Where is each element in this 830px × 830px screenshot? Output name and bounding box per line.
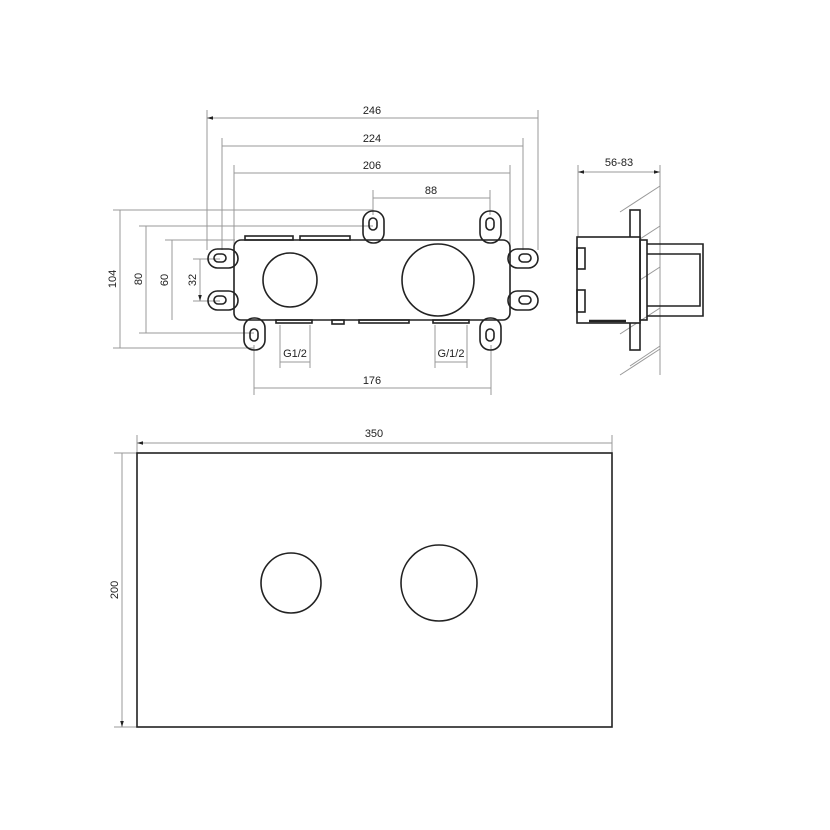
dim-206: 206 [363,160,381,172]
side-body [576,209,704,351]
body-ports [244,235,470,325]
dim-104: 104 [107,270,119,288]
side-view: 56-83 [576,157,704,376]
valve-body [233,239,511,321]
small-outlet-circle [262,252,318,308]
thread-right: G/1/2 [438,348,465,360]
dim-60: 60 [159,274,171,286]
mounting-lugs [207,210,539,351]
dim-200: 200 [109,581,121,599]
large-outlet-circle [401,243,475,317]
cover-plate-view: 350 200 [109,428,613,728]
dim-246: 246 [363,105,381,117]
extension-lines [113,110,539,395]
thread-left: G1/2 [283,348,307,360]
dim-88: 88 [425,185,437,197]
plate-small-hole [260,552,322,614]
dim-176: 176 [363,375,381,387]
dim-80: 80 [133,273,145,285]
dim-32: 32 [187,274,199,286]
dim-56-83: 56-83 [605,157,633,169]
top-view: 246 224 206 88 176 G1/2 G/1/2 104 80 60 … [107,105,539,395]
dim-350: 350 [365,428,383,440]
plate-large-hole [400,544,478,622]
dimension-lines [119,118,538,389]
cover-plate [136,452,613,728]
dim-224: 224 [363,133,381,145]
